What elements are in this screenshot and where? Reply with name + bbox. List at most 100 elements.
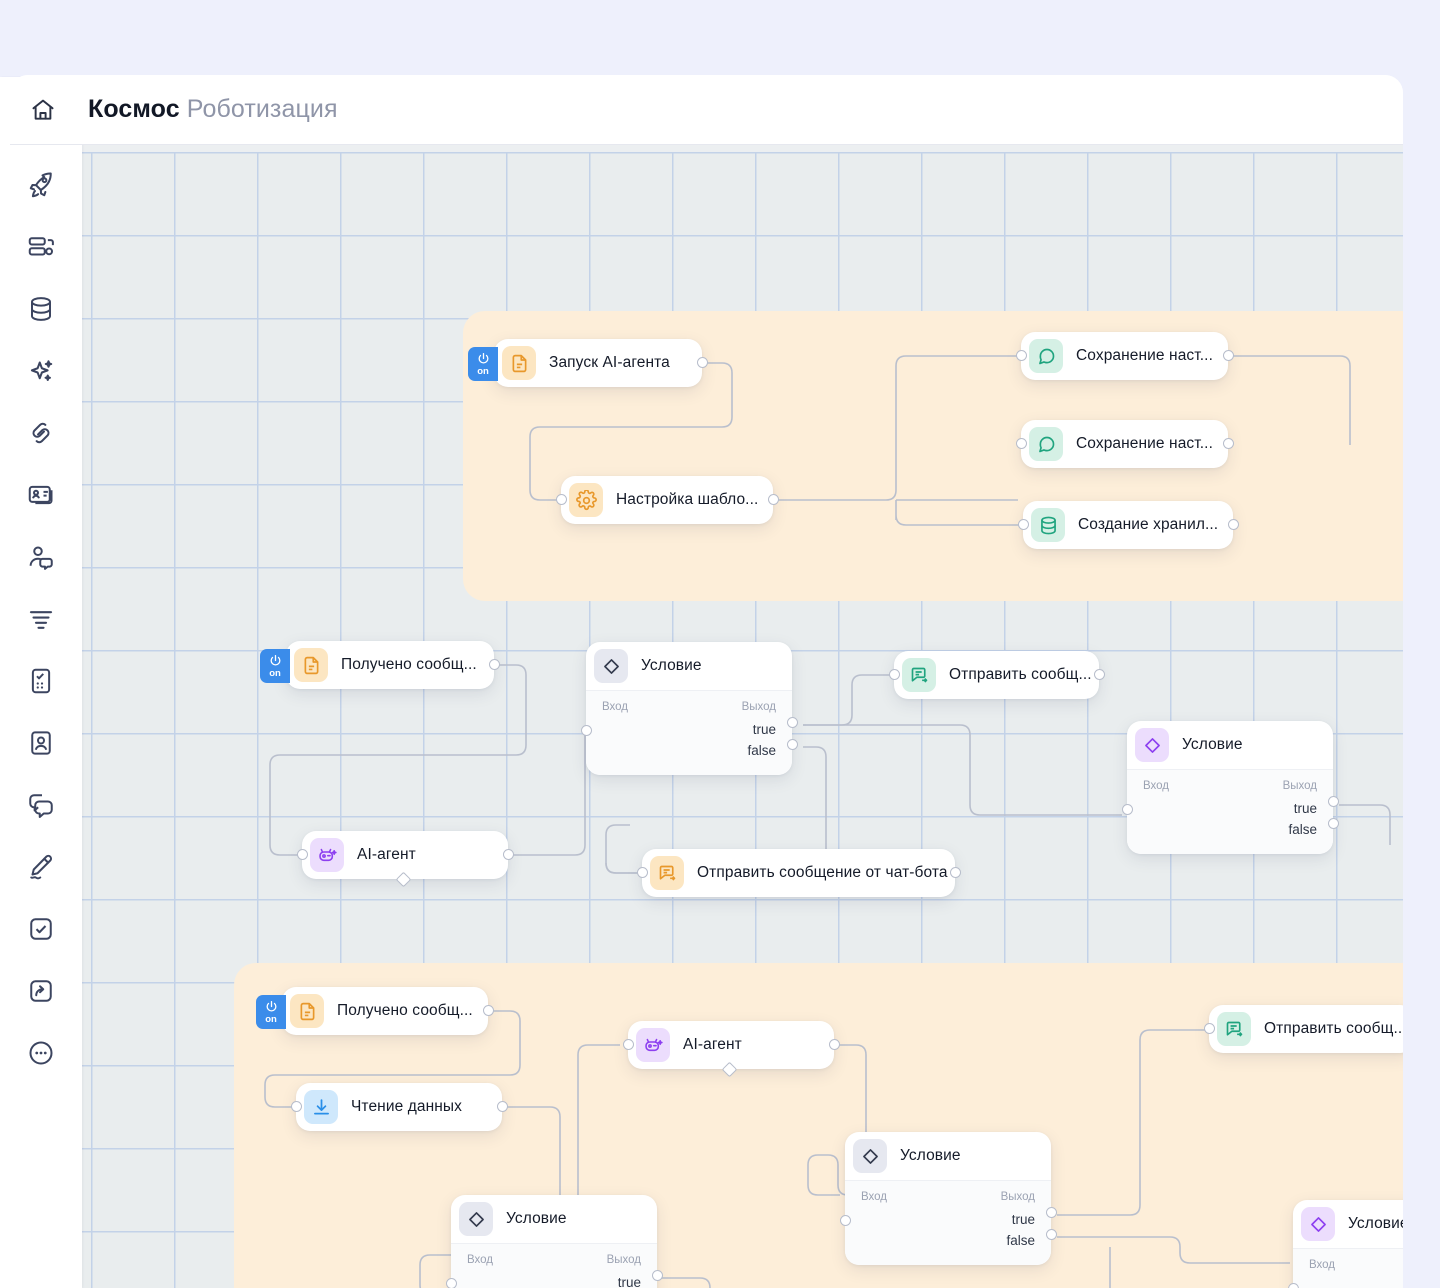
node-input-port[interactable]	[1121, 804, 1133, 815]
node-output-port[interactable]	[1093, 669, 1105, 680]
node-input-port[interactable]	[580, 725, 592, 736]
node-output-port[interactable]	[828, 1039, 840, 1050]
node-input-port[interactable]	[1287, 1283, 1299, 1288]
node-condition-5[interactable]: Условие Вход Выход true false	[1287, 1200, 1403, 1288]
condition-false-label: false	[1006, 1233, 1035, 1248]
node-output-port-true[interactable]	[651, 1270, 663, 1281]
node-input-port[interactable]	[888, 669, 900, 680]
app-window: on Запуск AI-агента Настройка шабло...	[10, 75, 1403, 1288]
sidebar-item-layers[interactable]	[24, 230, 58, 264]
top-bar: Космос Роботизация	[10, 75, 1403, 145]
node-output-port[interactable]	[482, 1005, 494, 1016]
node-label: AI-агент	[357, 846, 416, 863]
sidebar-item-integrations[interactable]	[24, 416, 58, 450]
node-input-port[interactable]	[622, 1039, 634, 1050]
condition-true-label: true	[1011, 1212, 1035, 1227]
node-label: Создание хранил...	[1078, 516, 1219, 533]
node-label: Отправить сообщ...	[1264, 1020, 1403, 1037]
chat-bubble-icon	[1029, 427, 1063, 461]
node-output-port-false[interactable]	[786, 739, 798, 750]
sidebar-item-rocket[interactable]	[24, 168, 58, 202]
node-output-port[interactable]	[949, 867, 961, 878]
condition-true-label: true	[1293, 801, 1317, 816]
node-output-port-false[interactable]	[1045, 1229, 1057, 1240]
condition-true-label: true	[752, 722, 776, 737]
node-condition-4[interactable]: Условие Вход Выход true false	[839, 1132, 1057, 1265]
sidebar-item-database[interactable]	[24, 292, 58, 326]
condition-input-label: Вход	[861, 1191, 888, 1203]
sidebar-item-chats[interactable]	[24, 788, 58, 822]
node-trigger-start-ai-agent[interactable]: on Запуск AI-агента	[468, 339, 708, 387]
diamond-icon	[1135, 728, 1169, 762]
condition-false-label: false	[747, 743, 776, 758]
sidebar-item-filter[interactable]	[24, 602, 58, 636]
node-input-port[interactable]	[290, 1101, 302, 1112]
node-input-port[interactable]	[1203, 1023, 1215, 1034]
node-label: Чтение данных	[351, 1098, 462, 1115]
node-ai-agent-1[interactable]: AI-агент	[296, 831, 514, 888]
node-send-chatbot-message[interactable]: Отправить сообщение от чат-бота	[636, 849, 961, 897]
download-icon	[304, 1090, 338, 1124]
sidebar-item-sparkles[interactable]	[24, 354, 58, 388]
robot-icon	[310, 838, 344, 872]
node-read-data[interactable]: Чтение данных	[290, 1083, 508, 1131]
sidebar-item-pencil[interactable]	[24, 850, 58, 884]
node-input-port[interactable]	[839, 1215, 851, 1226]
node-input-port[interactable]	[1015, 350, 1027, 361]
condition-output-label: Выход	[1000, 1191, 1035, 1203]
node-output-port-true[interactable]	[786, 717, 798, 728]
node-label: Условие	[641, 657, 702, 674]
workflow-canvas[interactable]: on Запуск AI-агента Настройка шабло...	[10, 145, 1403, 1288]
node-output-port-true[interactable]	[1327, 796, 1339, 807]
node-label: Настройка шабло...	[616, 491, 759, 508]
node-save-settings-2[interactable]: Сохранение наст...	[1015, 420, 1234, 468]
home-icon[interactable]	[30, 97, 56, 123]
trigger-on-badge[interactable]: on	[256, 995, 286, 1029]
node-condition-1[interactable]: Условие Вход Выход true false	[580, 642, 798, 775]
sidebar-item-profile-card[interactable]	[24, 726, 58, 760]
sidebar-item-checkbox[interactable]	[24, 912, 58, 946]
node-output-port[interactable]	[767, 494, 779, 505]
node-output-port[interactable]	[1227, 519, 1239, 530]
node-output-port[interactable]	[1222, 438, 1234, 449]
node-input-port[interactable]	[1017, 519, 1029, 530]
node-input-port[interactable]	[445, 1278, 457, 1288]
power-icon	[478, 352, 488, 364]
sidebar-item-checklist[interactable]	[24, 664, 58, 698]
node-output-port[interactable]	[488, 659, 500, 670]
node-output-port-true[interactable]	[1045, 1207, 1057, 1218]
node-save-settings-1[interactable]: Сохранение наст...	[1015, 332, 1234, 380]
node-output-port[interactable]	[502, 849, 514, 860]
node-condition-2[interactable]: Условие Вход Выход true false	[1121, 721, 1339, 854]
node-output-port[interactable]	[496, 1101, 508, 1112]
sidebar-item-contact-card[interactable]	[24, 478, 58, 512]
power-icon	[266, 1000, 276, 1012]
trigger-on-badge[interactable]: on	[468, 347, 498, 381]
node-template-settings[interactable]: Настройка шабло...	[555, 476, 779, 524]
node-trigger-message-received-1[interactable]: on Получено сообщ...	[260, 641, 500, 689]
node-input-port[interactable]	[636, 867, 648, 878]
node-label: Отправить сообщение от чат-бота	[697, 864, 948, 881]
node-condition-3[interactable]: Условие Вход Выход true false	[445, 1195, 663, 1288]
trigger-on-badge[interactable]: on	[260, 649, 290, 683]
node-label: Сохранение наст...	[1076, 347, 1213, 364]
node-trigger-message-received-2[interactable]: on Получено сообщ...	[256, 987, 494, 1035]
node-input-port[interactable]	[296, 849, 308, 860]
node-send-message-1[interactable]: Отправить сообщ...	[888, 651, 1105, 699]
trigger-on-label: on	[269, 667, 281, 679]
node-input-port[interactable]	[1015, 438, 1027, 449]
node-ai-agent-2[interactable]: AI-агент	[622, 1021, 840, 1078]
sidebar-item-more[interactable]	[24, 1036, 58, 1070]
sidebar-item-share[interactable]	[24, 974, 58, 1008]
condition-body: Вход Выход true false	[1127, 769, 1333, 854]
sidebar-item-user-chat[interactable]	[24, 540, 58, 574]
condition-output-label: Выход	[1282, 780, 1317, 792]
node-output-port[interactable]	[1222, 350, 1234, 361]
node-create-storage[interactable]: Создание хранил...	[1017, 501, 1239, 549]
node-output-port[interactable]	[696, 357, 708, 368]
diamond-icon	[1301, 1207, 1335, 1241]
node-input-port[interactable]	[555, 494, 567, 505]
node-label: Сохранение наст...	[1076, 435, 1213, 452]
node-output-port-false[interactable]	[1327, 818, 1339, 829]
node-send-message-2[interactable]: Отправить сообщ...	[1203, 1005, 1403, 1053]
